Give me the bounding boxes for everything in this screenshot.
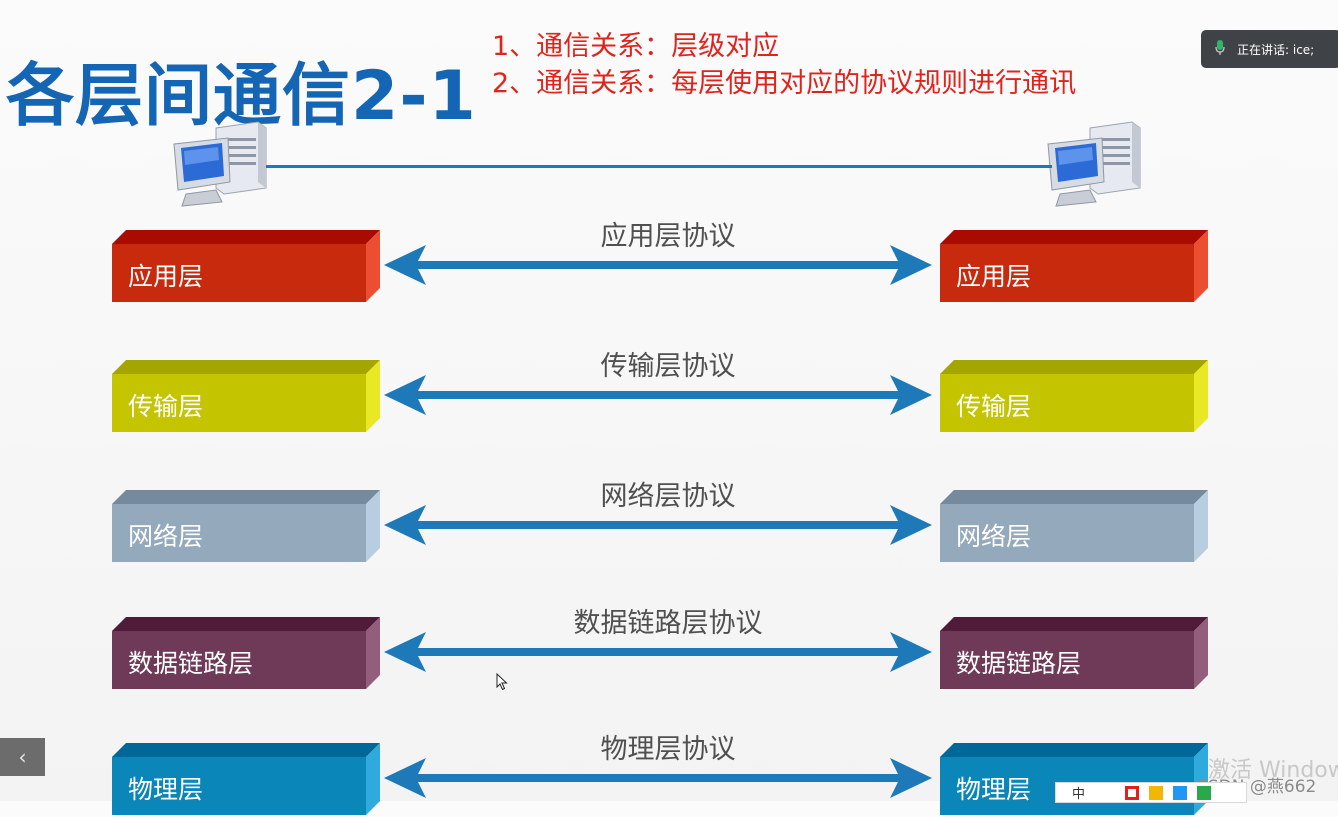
layer-block: 应用层 bbox=[940, 230, 1208, 302]
layer-label: 网络层 bbox=[128, 517, 203, 553]
ime-green-icon[interactable] bbox=[1197, 786, 1211, 800]
layer-block: 物理层 bbox=[940, 743, 1208, 815]
layer-label: 数据链路层 bbox=[956, 644, 1081, 680]
layer-label: 传输层 bbox=[128, 387, 203, 423]
ime-language[interactable]: 中 bbox=[1072, 783, 1085, 802]
layer-label: 传输层 bbox=[956, 387, 1031, 423]
layer-label: 数据链路层 bbox=[128, 644, 253, 680]
chevron-left-icon: ‹ bbox=[19, 745, 27, 769]
layer-label: 网络层 bbox=[956, 517, 1031, 553]
speaking-label: 正在讲话: ice; bbox=[1237, 41, 1314, 58]
protocol-label: 应用层协议 bbox=[518, 214, 818, 253]
network-link-line bbox=[266, 165, 1052, 168]
computer-icon bbox=[172, 118, 270, 214]
layer-block: 网络层 bbox=[940, 490, 1208, 562]
layer-block: 应用层 bbox=[112, 230, 380, 302]
protocol-label: 数据链路层协议 bbox=[518, 601, 818, 640]
layer-block: 网络层 bbox=[112, 490, 380, 562]
layer-block: 数据链路层 bbox=[112, 617, 380, 689]
microphone-icon bbox=[1215, 40, 1225, 59]
speaking-indicator: 正在讲话: ice; bbox=[1201, 30, 1338, 68]
layer-block: 物理层 bbox=[112, 743, 380, 815]
layer-block: 传输层 bbox=[940, 360, 1208, 432]
protocol-label: 传输层协议 bbox=[518, 344, 818, 383]
note-2: 2、通信关系：每层使用对应的协议规则进行通讯 bbox=[492, 61, 1076, 100]
note-1: 1、通信关系：层级对应 bbox=[492, 24, 779, 63]
layer-block: 数据链路层 bbox=[940, 617, 1208, 689]
layer-label: 应用层 bbox=[956, 257, 1031, 293]
protocol-label: 物理层协议 bbox=[518, 727, 818, 766]
layer-label: 应用层 bbox=[128, 257, 203, 293]
ime-red-icon[interactable] bbox=[1125, 786, 1139, 800]
ime-blue-icon[interactable] bbox=[1173, 786, 1187, 800]
ime-yellow-icon[interactable] bbox=[1149, 786, 1163, 800]
previous-slide-button[interactable]: ‹ bbox=[0, 738, 45, 776]
protocol-label: 网络层协议 bbox=[518, 474, 818, 513]
computer-icon bbox=[1046, 118, 1144, 214]
layer-block: 传输层 bbox=[112, 360, 380, 432]
ime-toolbar[interactable]: 中 bbox=[1055, 782, 1247, 803]
mouse-cursor-icon bbox=[496, 673, 508, 695]
